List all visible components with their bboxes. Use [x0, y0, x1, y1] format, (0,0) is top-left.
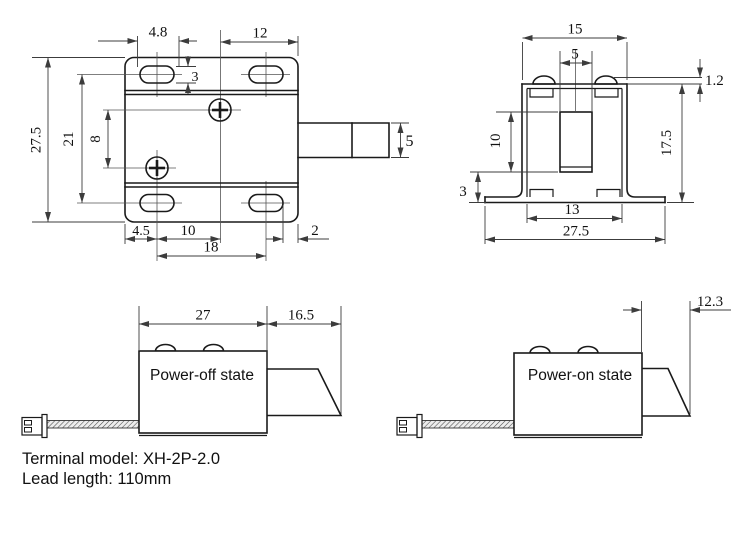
front-view: 4.8 12 3 27.5 21 8 4.5 — [29, 25, 414, 261]
connector-flange — [416, 413, 423, 439]
dim-side-top-width: 15 — [568, 22, 583, 38]
front-view-dimensions: 4.8 12 3 27.5 21 8 4.5 — [29, 25, 414, 259]
power-off-label: Power-off state — [150, 367, 254, 384]
dim-poweron-latch-extension: 12.3 — [697, 294, 723, 310]
dim-front-hole-spacing-v: 21 — [61, 132, 77, 147]
power-off-view: Power-off state 27 16.5 — [21, 306, 343, 439]
side-bracket — [484, 75, 666, 204]
side-view-dimensions: 15 5 1.2 10 17.5 3 — [459, 22, 724, 244]
dim-front-hole-spacing-h: 18 — [204, 240, 219, 256]
dim-side-bolt-travel: 10 — [488, 134, 504, 149]
mounting-slots — [139, 65, 284, 213]
notes: Terminal model: XH-2P-2.0 Lead length: 1… — [22, 450, 220, 488]
power-on-latch — [641, 367, 692, 417]
dim-front-slot-height: 3 — [192, 70, 199, 85]
side-view: 15 5 1.2 10 17.5 3 — [459, 22, 724, 244]
power-on-label: Power-on state — [528, 367, 632, 384]
front-latch-bolt — [297, 122, 390, 159]
power-on-body: Power-on state — [513, 345, 643, 439]
power-on-cable — [396, 413, 515, 439]
dim-side-overall-width: 27.5 — [563, 224, 589, 240]
screw-bottom — [145, 156, 169, 180]
side-bolt — [559, 111, 593, 173]
dim-front-left-margin: 4.5 — [132, 224, 150, 239]
dim-side-inner-width: 13 — [565, 202, 580, 218]
connector-pin — [399, 420, 407, 426]
power-on-dimensions: 12.3 — [623, 294, 731, 414]
dim-front-right-offset: 12 — [253, 26, 268, 42]
connector-pin — [24, 420, 32, 426]
dim-front-center-offset: 10 — [181, 223, 196, 239]
power-off-body: Power-off state — [138, 343, 268, 437]
note-lead-length: Lead length: 110mm — [22, 470, 171, 488]
connector-pin — [399, 427, 407, 433]
power-off-dimensions: 27 16.5 — [138, 306, 342, 414]
dim-side-head-height: 1.2 — [705, 73, 724, 89]
dim-side-bolt-width: 5 — [571, 47, 579, 63]
screw-top — [208, 98, 232, 122]
dim-front-latch-height: 5 — [406, 133, 414, 150]
dim-front-edge-gap: 2 — [311, 223, 319, 239]
dim-front-screw-spacing: 8 — [88, 135, 104, 143]
dim-side-base-gap: 3 — [459, 184, 467, 200]
power-off-latch — [266, 368, 343, 417]
power-off-cable — [21, 413, 140, 439]
dim-front-slot-width: 4.8 — [149, 25, 168, 41]
dim-side-height: 17.5 — [659, 130, 675, 156]
dim-poweroff-latch-extension: 16.5 — [288, 308, 314, 324]
connector-flange — [41, 413, 48, 439]
dim-poweroff-body-length: 27 — [196, 308, 212, 324]
power-on-view: Power-on state 12.3 — [396, 294, 731, 439]
connector-pin — [24, 427, 32, 433]
note-terminal-model: Terminal model: XH-2P-2.0 — [22, 450, 220, 468]
dim-front-overall-height: 27.5 — [29, 127, 45, 153]
